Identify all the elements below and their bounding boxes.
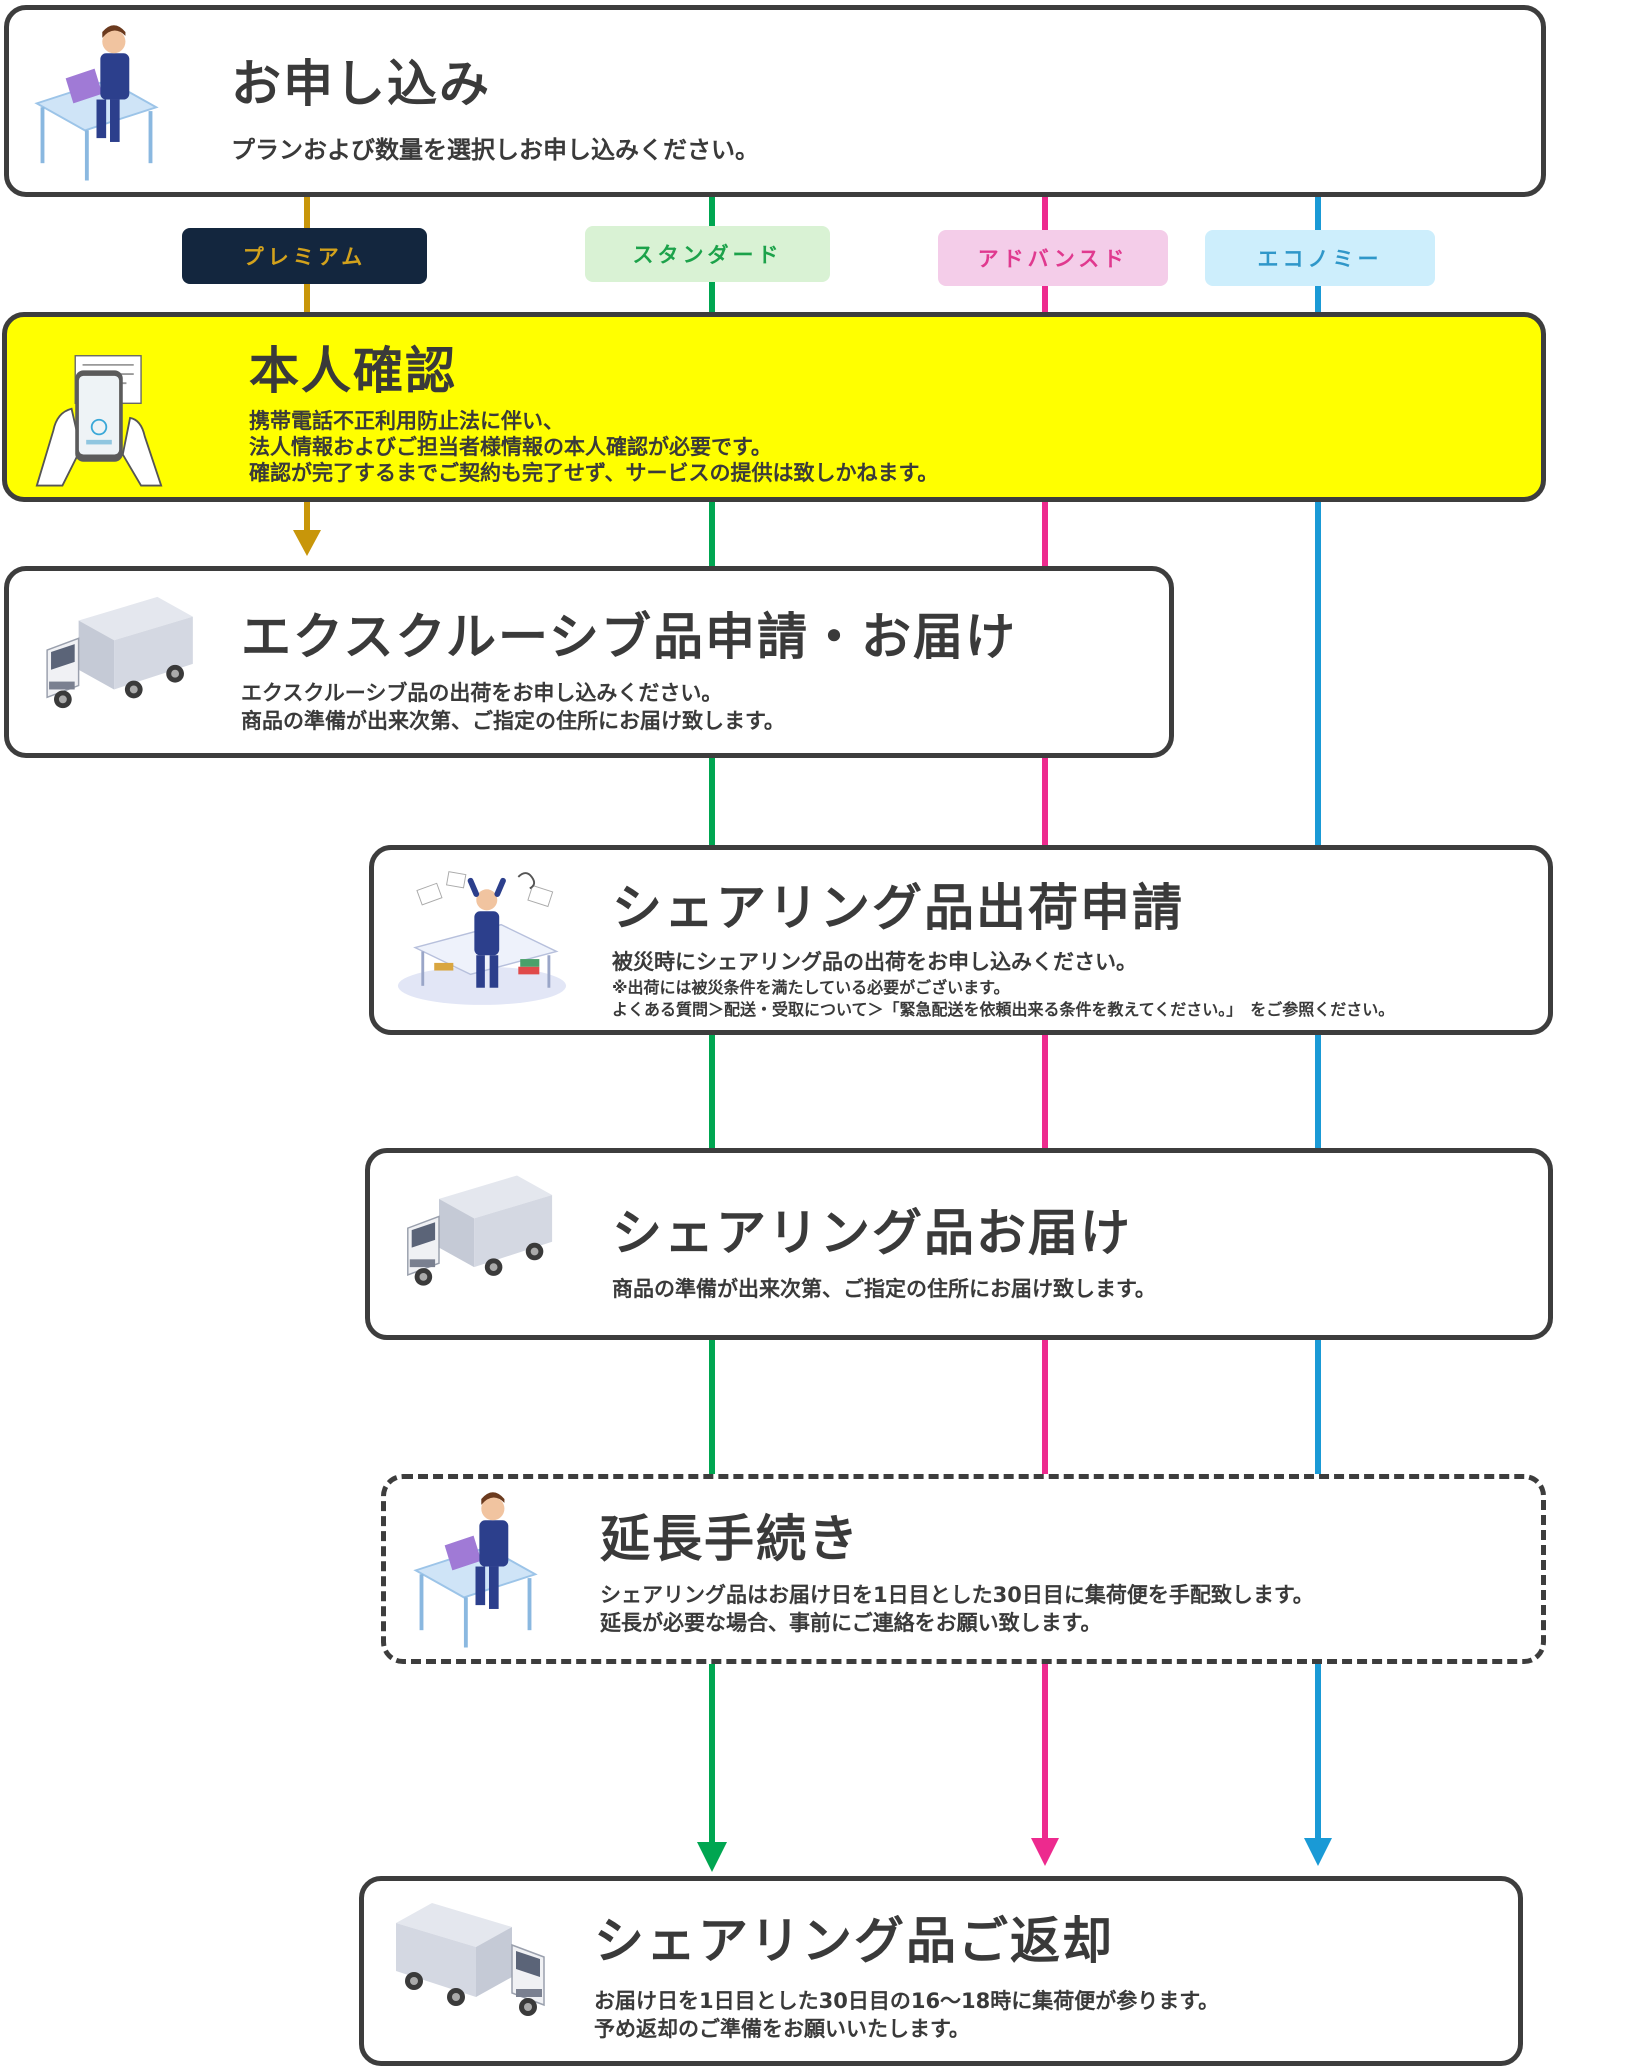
step-text-line: 延長が必要な場合、事前にご連絡をお願い致します。: [600, 1611, 1102, 1635]
step-title: お申し込み: [231, 55, 491, 113]
step-text-line: 被災時にシェアリング品の出荷をお申し込みください。: [612, 950, 1137, 974]
premium-arrow-head: [293, 530, 321, 556]
step-text-line: 商品の準備が出来次第、ご指定の住所にお届け致します。: [241, 709, 785, 733]
step-application: お申し込み プランおよび数量を選択しお申し込みください。: [4, 5, 1546, 197]
step-text-line: よくある質問＞配送・受取について＞「緊急配送を依頼出来る条件を教えてください。」…: [612, 1000, 1395, 1019]
step-extension: 延長手続き シェアリング品はお届け日を1日目とした30日目に集荷便を手配致します…: [381, 1474, 1546, 1664]
step-title: シェアリング品お届け: [612, 1204, 1132, 1262]
step-text-line: シェアリング品はお届け日を1日目とした30日目に集荷便を手配致します。: [600, 1583, 1314, 1607]
stressed-office-worker-icon: [397, 871, 567, 1005]
standard-arrow-head: [697, 1842, 727, 1872]
person-at-desk-icon: [413, 1492, 538, 1648]
plan-tag-advanced: アドバンスド: [938, 230, 1168, 286]
step-exclusive-request-delivery: エクスクルーシブ品申請・お届け エクスクルーシブ品の出荷をお申し込みください。 …: [4, 566, 1174, 758]
step-title: 本人確認: [249, 342, 457, 400]
step-sharing-shipment-request: シェアリング品出荷申請 被災時にシェアリング品の出荷をお申し込みください。 ※出…: [369, 845, 1553, 1035]
plan-tag-premium: プレミアム: [182, 228, 427, 284]
step-text-line: プランおよび数量を選択しお申し込みください。: [231, 136, 759, 164]
plan-tag-economy: エコノミー: [1205, 230, 1435, 286]
step-identity-verification: 本人確認 携帯電話不正利用防止法に伴い、 法人情報およびご担当者様情報の本人確認…: [2, 312, 1546, 502]
step-sharing-delivery: シェアリング品お届け 商品の準備が出来次第、ご指定の住所にお届け致します。: [365, 1148, 1553, 1340]
person-at-desk-icon: [34, 25, 159, 181]
advanced-arrow-head: [1031, 1838, 1059, 1866]
step-title: エクスクルーシブ品申請・お届け: [241, 608, 1017, 666]
step-title: シェアリング品出荷申請: [612, 879, 1184, 937]
step-sharing-return: シェアリング品ご返却 お届け日を1日目とした30日目の16〜18時に集荷便が参り…: [359, 1876, 1523, 2066]
step-text-line: 商品の準備が出来次第、ご指定の住所にお届け致します。: [612, 1277, 1156, 1301]
step-title: 延長手続き: [600, 1510, 860, 1568]
step-text-line: 携帯電話不正利用防止法に伴い、: [249, 409, 564, 433]
delivery-truck-icon: [46, 596, 193, 709]
step-text-line: お届け日を1日目とした30日目の16〜18時に集荷便が参ります。: [594, 1989, 1220, 2013]
delivery-truck-icon: [407, 1175, 553, 1286]
step-text-line: 予め返却のご準備をお願いいたします。: [594, 2017, 970, 2041]
delivery-truck-icon: [396, 1903, 545, 2016]
plan-tag-standard: スタンダード: [585, 226, 830, 282]
step-title: シェアリング品ご返却: [594, 1912, 1114, 1970]
step-text-line: エクスクルーシブ品の出荷をお申し込みください。: [241, 681, 723, 705]
step-text-line: 確認が完了するまでご契約も完了せず、サービスの提供は致しかねます。: [249, 461, 939, 485]
step-text-line: 法人情報およびご担当者様情報の本人確認が必要です。: [249, 435, 772, 459]
economy-arrow-head: [1304, 1838, 1332, 1866]
smartphone-id-icon: [35, 355, 163, 487]
step-text-line: ※出荷には被災条件を満たしている必要がございます。: [612, 978, 1010, 997]
